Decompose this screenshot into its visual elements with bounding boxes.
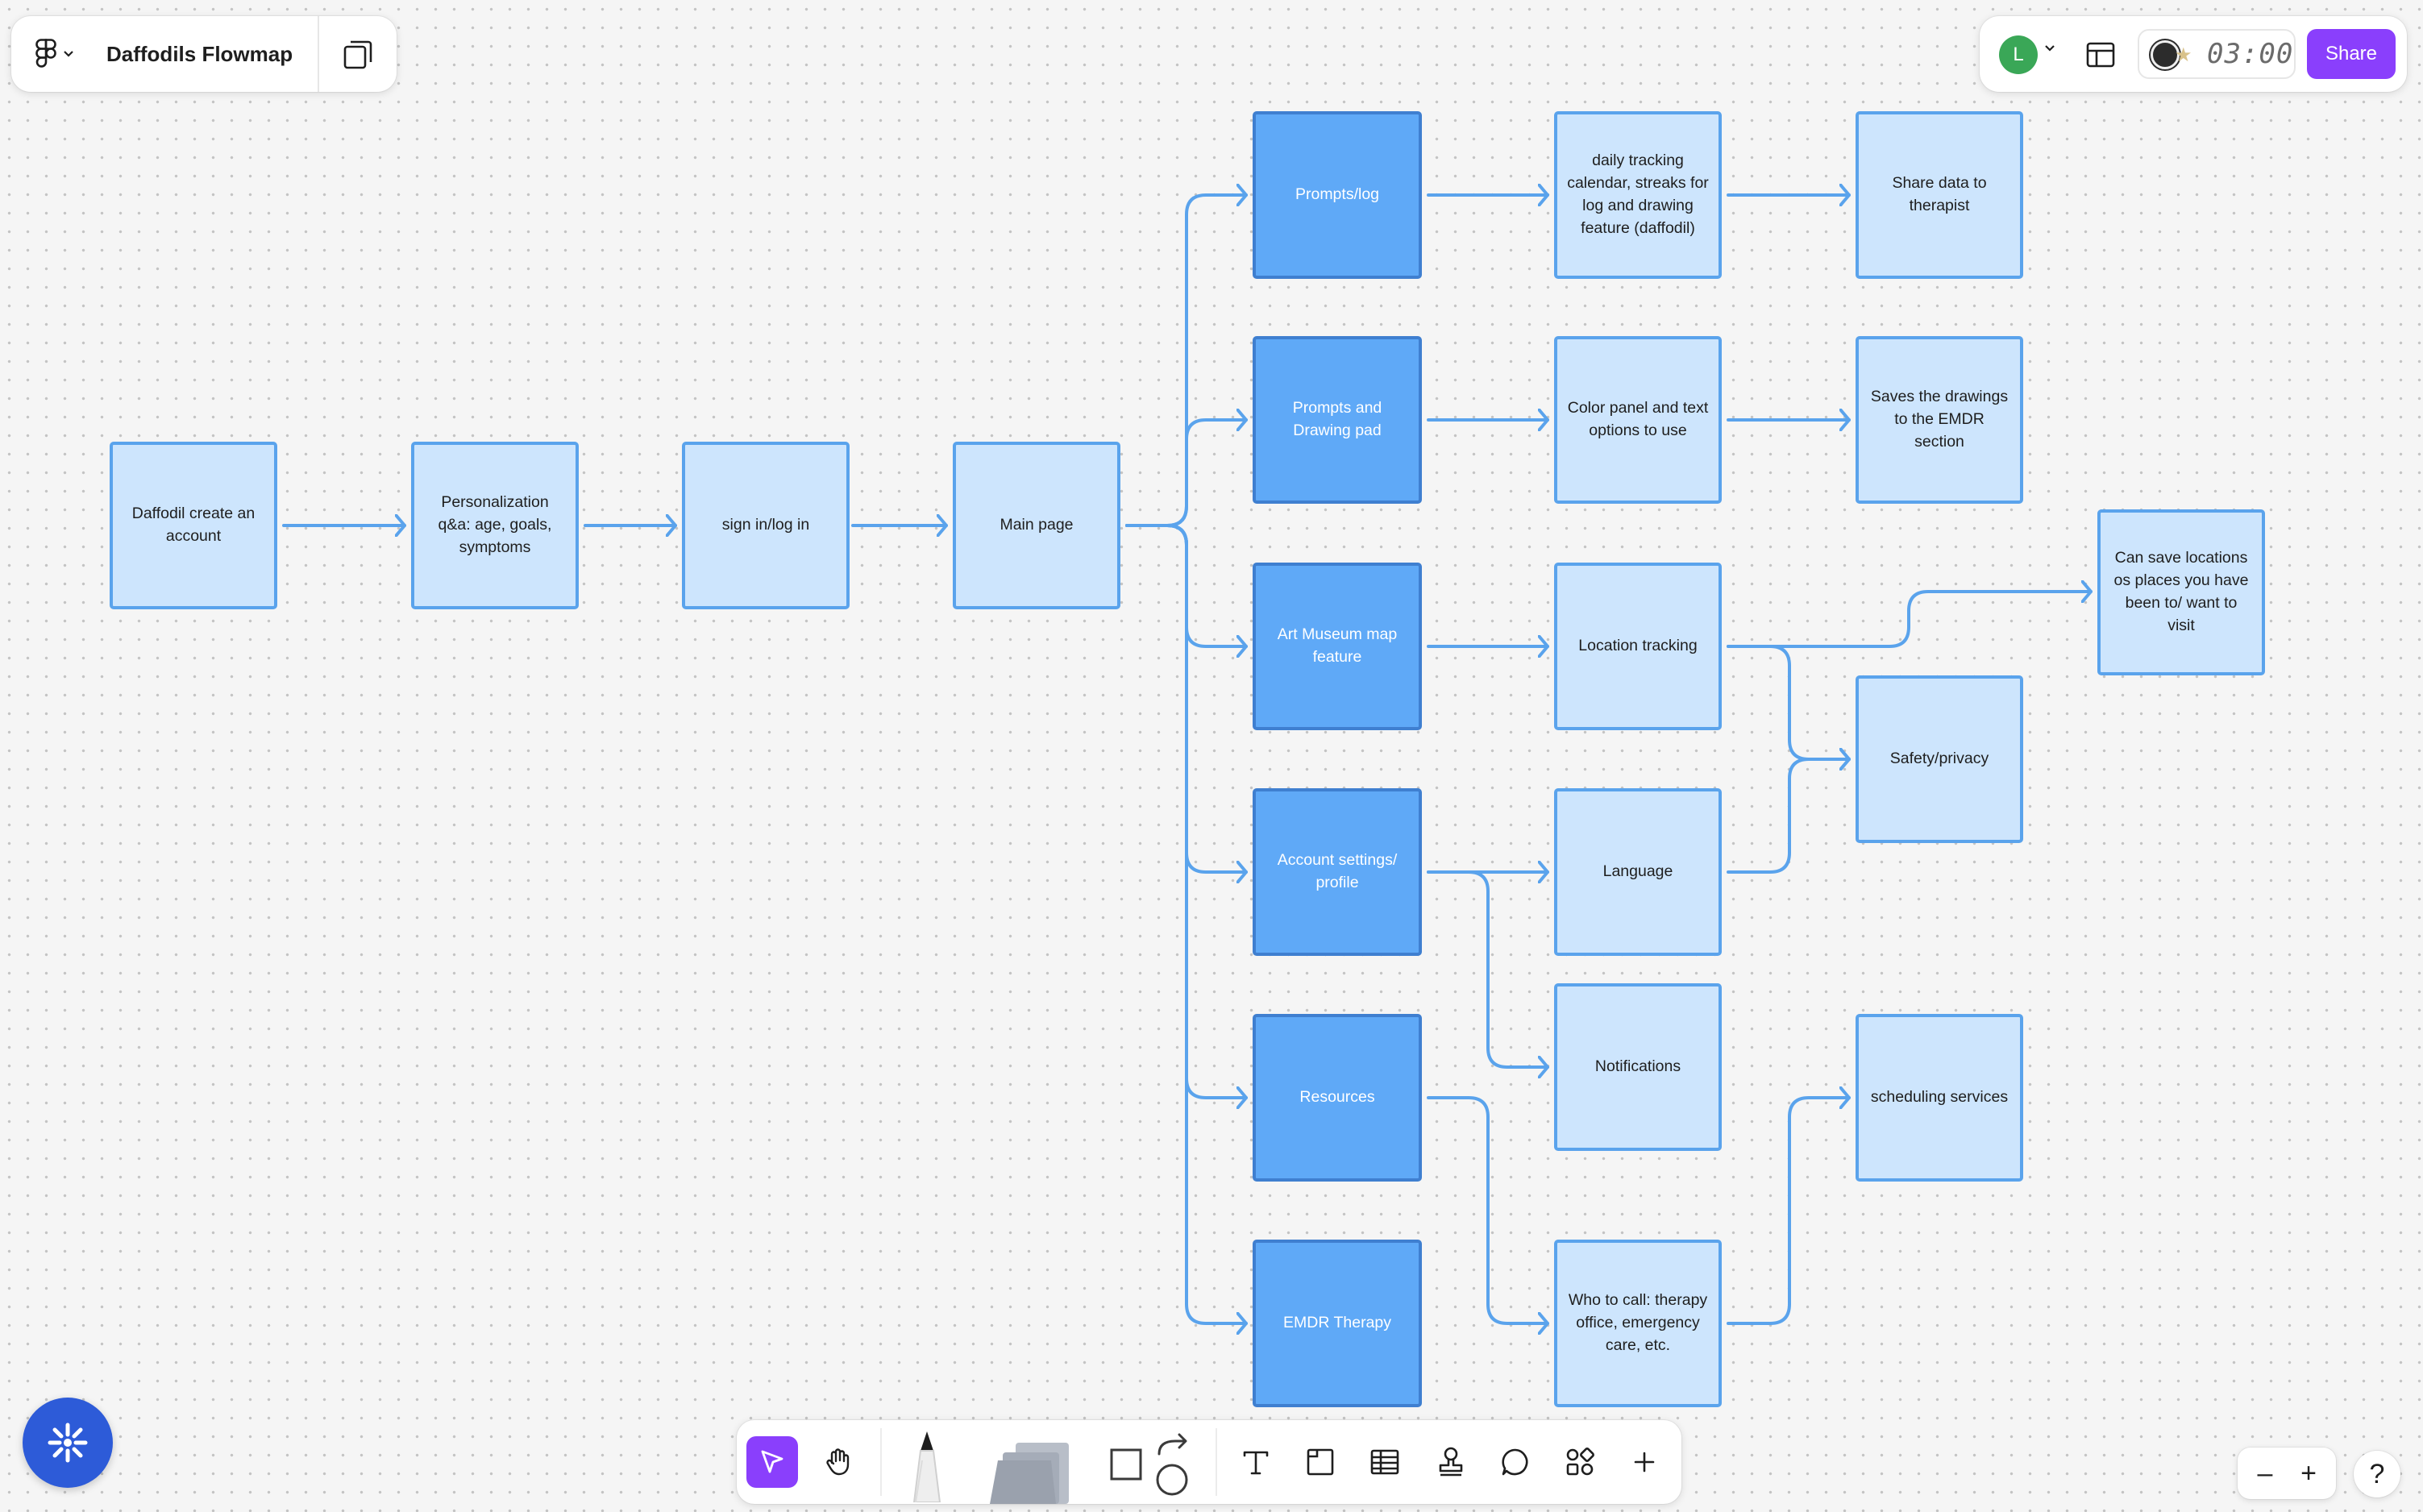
stamp-icon [1436, 1446, 1466, 1478]
node-scheduling[interactable]: scheduling services [1856, 1014, 2023, 1182]
node-signin[interactable]: sign in/log in [682, 442, 850, 609]
hand-icon [823, 1447, 854, 1477]
sparkle-burst-icon [47, 1422, 89, 1464]
zoom-in-button[interactable]: + [2289, 1452, 2328, 1494]
move-tool-button[interactable] [746, 1436, 798, 1488]
more-tools-button[interactable] [1623, 1441, 1665, 1483]
widgets-icon [1565, 1447, 1595, 1477]
node-main-page[interactable]: Main page [953, 442, 1120, 609]
zoom-controls: – + [2238, 1448, 2336, 1499]
divider [1216, 1428, 1217, 1496]
plus-icon [1632, 1450, 1656, 1474]
divider [880, 1428, 882, 1496]
widgets-tool-button[interactable] [1559, 1441, 1601, 1483]
arrow-circle-icon [1153, 1431, 1193, 1499]
comment-tool-button[interactable] [1494, 1441, 1536, 1483]
square-shape-icon [1109, 1448, 1143, 1481]
node-daily-tracking[interactable]: daily tracking calendar, streaks for log… [1554, 111, 1722, 279]
text-t-icon [1241, 1447, 1271, 1477]
rectangle-shape-tool-button[interactable] [1109, 1448, 1143, 1481]
table-tool-button[interactable] [1364, 1441, 1406, 1483]
ai-assistant-button[interactable] [23, 1398, 113, 1488]
section-tool-button[interactable] [1299, 1441, 1341, 1483]
comment-bubble-icon [1500, 1447, 1531, 1477]
sticky-notes-stack-icon [987, 1438, 1074, 1504]
text-tool-button[interactable] [1235, 1441, 1277, 1483]
help-button[interactable]: ? [2354, 1451, 2400, 1497]
node-share-data[interactable]: Share data to therapist [1856, 111, 2023, 279]
node-who-to-call[interactable]: Who to call: therapy office, emergency c… [1554, 1240, 1722, 1407]
marker-pen-icon [904, 1425, 950, 1502]
connector-main-to-prompts-drawing[interactable] [1127, 420, 1246, 525]
connector-resources-to-who-to-call[interactable] [1428, 1098, 1548, 1323]
connector-location-to-safety[interactable] [1728, 646, 1849, 759]
zoom-out-button[interactable]: – [2246, 1452, 2284, 1494]
stamp-tool-button[interactable] [1430, 1441, 1472, 1483]
hand-tool-button[interactable] [813, 1436, 864, 1488]
node-prompts-log[interactable]: Prompts/log [1253, 111, 1422, 279]
node-account-settings[interactable]: Account settings/ profile [1253, 788, 1422, 956]
node-create-account[interactable]: Daffodil create an account [110, 442, 277, 609]
node-prompts-drawing[interactable]: Prompts and Drawing pad [1253, 336, 1422, 504]
node-saves-drawings[interactable]: Saves the drawings to the EMDR section [1856, 336, 2023, 504]
section-frame-icon [1306, 1448, 1335, 1477]
pen-tool-button[interactable] [904, 1425, 950, 1502]
node-save-locations[interactable]: Can save locations os places you have be… [2097, 509, 2265, 675]
node-personalization[interactable]: Personalization q&a: age, goals, symptom… [411, 442, 579, 609]
node-art-museum[interactable]: Art Museum map feature [1253, 563, 1422, 730]
node-safety-privacy[interactable]: Safety/privacy [1856, 675, 2023, 843]
connector-account-to-notifications[interactable] [1428, 872, 1548, 1067]
bottom-toolbar [737, 1420, 1681, 1504]
node-location-tracking[interactable]: Location tracking [1554, 563, 1722, 730]
connector-location-to-save-locations[interactable] [1728, 592, 2091, 646]
node-notifications[interactable]: Notifications [1554, 983, 1722, 1151]
node-color-panel[interactable]: Color panel and text options to use [1554, 336, 1722, 504]
connector-who-to-call-to-scheduling[interactable] [1728, 1098, 1849, 1323]
node-resources[interactable]: Resources [1253, 1014, 1422, 1182]
node-language[interactable]: Language [1554, 788, 1722, 956]
cursor-arrow-icon [758, 1448, 786, 1476]
sticky-notes-tool-button[interactable] [987, 1438, 1074, 1504]
node-emdr-therapy[interactable]: EMDR Therapy [1253, 1240, 1422, 1407]
connector-tool-button[interactable] [1153, 1431, 1193, 1499]
connector-language-to-safety[interactable] [1728, 759, 1849, 872]
table-icon [1369, 1448, 1400, 1476]
